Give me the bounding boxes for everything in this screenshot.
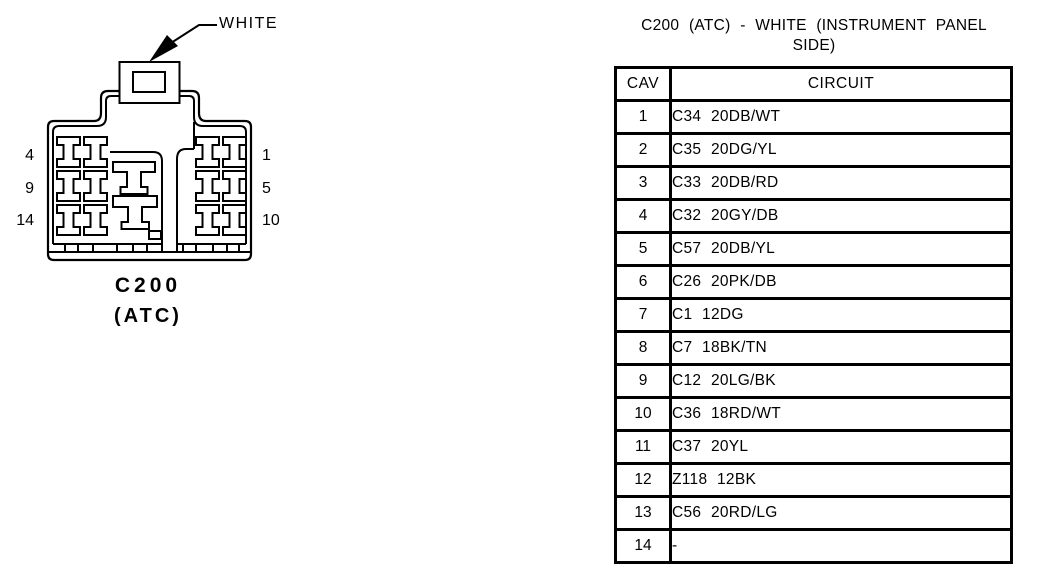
- cav-column-header: CAV: [614, 66, 672, 102]
- table-row: 3 C33 20DB/RD: [614, 165, 1013, 201]
- connector-type-caption: (ATC): [114, 305, 182, 327]
- table-row: 13 C56 20RD/LG: [614, 495, 1013, 531]
- circuit-cell: C37 20YL: [669, 429, 1013, 465]
- circuit-cell: C26 20PK/DB: [669, 264, 1013, 300]
- connector-drawing: [46, 24, 253, 262]
- circuit-cell: C32 20GY/DB: [669, 198, 1013, 234]
- right-terminal-group: [195, 136, 247, 236]
- table-row: 14 -: [614, 528, 1013, 564]
- cav-cell: 4: [614, 198, 672, 234]
- table-title-line2: SIDE): [792, 37, 836, 54]
- cav-cell: 7: [614, 297, 672, 333]
- cav-cell: 2: [614, 132, 672, 168]
- cav-cell: 9: [614, 363, 672, 399]
- table-row: 4 C32 20GY/DB: [614, 198, 1013, 234]
- circuit-cell: C57 20DB/YL: [669, 231, 1013, 267]
- leader-line: [170, 24, 217, 44]
- table-row: 10 C36 18RD/WT: [614, 396, 1013, 432]
- connector-body-outline: [46, 89, 253, 262]
- bottom-strip-ticks: [64, 244, 240, 252]
- pin-label-14: 14: [16, 212, 34, 229]
- pin-label-9: 9: [25, 180, 34, 197]
- cav-cell: 14: [614, 528, 672, 564]
- cav-cell: 3: [614, 165, 672, 201]
- circuit-cell: C1 12DG: [669, 297, 1013, 333]
- circuit-cell: C35 20DG/YL: [669, 132, 1013, 168]
- cav-cell: 8: [614, 330, 672, 366]
- rib-right-wall: [176, 122, 195, 251]
- cav-cell: 5: [614, 231, 672, 267]
- table-row: 11 C37 20YL: [614, 429, 1013, 465]
- circuit-cell: C56 20RD/LG: [669, 495, 1013, 531]
- table-row: 12 Z118 12BK: [614, 462, 1013, 498]
- circuit-cell: -: [669, 528, 1013, 564]
- connector-id-caption: C200: [114, 274, 182, 297]
- header-row: CAV CIRCUIT: [614, 66, 1013, 102]
- circuit-cell: Z118 12BK: [669, 462, 1013, 498]
- table-row: 5 C57 20DB/YL: [614, 231, 1013, 267]
- table-row: 8 C7 18BK/TN: [614, 330, 1013, 366]
- pin-label-5: 5: [262, 180, 271, 197]
- table-row: 2 C35 20DG/YL: [614, 132, 1013, 168]
- circuit-cell: C36 18RD/WT: [669, 396, 1013, 432]
- circuit-cell: C33 20DB/RD: [669, 165, 1013, 201]
- cavity-step-line: [110, 151, 163, 251]
- table-row: 7 C1 12DG: [614, 297, 1013, 333]
- circuit-cell: C12 20LG/BK: [669, 363, 1013, 399]
- table-title: C200 (ATC) - WHITE (INSTRUMENT PANEL SID…: [614, 16, 1014, 56]
- cav-cell: 10: [614, 396, 672, 432]
- table-title-line1: C200 (ATC) - WHITE (INSTRUMENT PANEL: [641, 17, 987, 34]
- latch-tab-inner: [132, 71, 166, 93]
- circuit-cell: C34 20DB/WT: [669, 99, 1013, 135]
- connector-diagram: WHITE 4 9 14 1 5 10 C200 (ATC): [0, 0, 340, 360]
- pin-label-1: 1: [262, 147, 271, 164]
- pin-label-4: 4: [25, 147, 34, 164]
- pinout-section: C200 (ATC) - WHITE (INSTRUMENT PANEL SID…: [614, 16, 1014, 564]
- index-notch: [148, 230, 162, 240]
- cav-cell: 11: [614, 429, 672, 465]
- circuit-cell: C7 18BK/TN: [669, 330, 1013, 366]
- table-row: 1 C34 20DB/WT: [614, 99, 1013, 135]
- pinout-table: CAV CIRCUIT 1 C34 20DB/WT 2 C35 20DG/YL …: [614, 66, 1013, 564]
- table-row: 6 C26 20PK/DB: [614, 264, 1013, 300]
- cav-cell: 6: [614, 264, 672, 300]
- pin-label-10: 10: [262, 212, 280, 229]
- leader-arrowhead-icon: [149, 35, 178, 62]
- circuit-column-header: CIRCUIT: [669, 66, 1013, 102]
- connector-color-label: WHITE: [219, 15, 279, 32]
- table-row: 9 C12 20LG/BK: [614, 363, 1013, 399]
- center-terminal-group: [112, 161, 162, 240]
- cav-cell: 12: [614, 462, 672, 498]
- left-terminal-group: [56, 136, 108, 236]
- cav-cell: 1: [614, 99, 672, 135]
- cav-cell: 13: [614, 495, 672, 531]
